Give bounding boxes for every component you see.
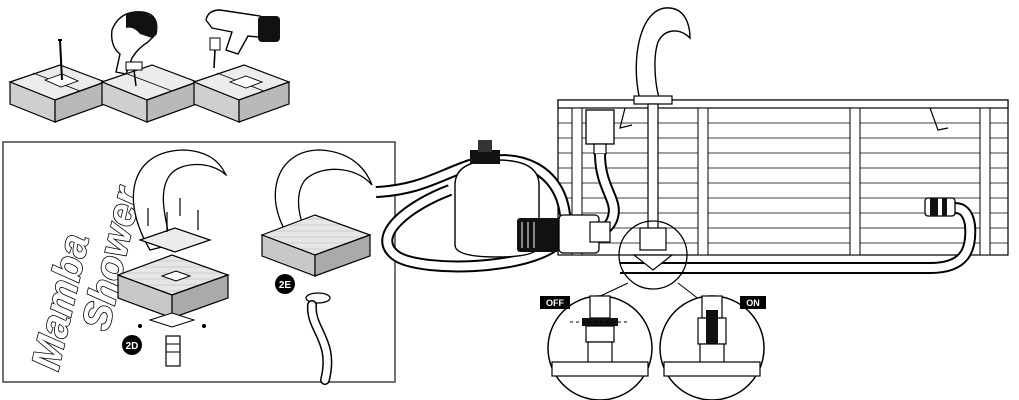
- jigsaw-icon: [110, 11, 158, 87]
- step-2e-badge: 2E: [275, 274, 295, 294]
- valve-off-label: OFF: [546, 298, 564, 308]
- valve-off-badge: OFF: [540, 296, 570, 309]
- detail-callout-circle: [618, 220, 688, 290]
- valve-off-detail: [547, 295, 653, 400]
- hose-connector-icon: [924, 197, 956, 217]
- tee-valve-icon: [632, 227, 674, 271]
- step-2e-assembly: [260, 149, 373, 385]
- valve-on-badge: ON: [740, 296, 766, 309]
- step-board-marking: [8, 39, 107, 123]
- step-board-drill: [192, 9, 291, 123]
- skimmer: [585, 109, 615, 155]
- step-board-jigsaw: [100, 11, 199, 123]
- step-2e-label: 2E: [279, 280, 292, 291]
- step-2d-label: 2D: [126, 341, 139, 352]
- valve-on-detail: [659, 295, 765, 400]
- step-2d-assembly: [116, 149, 230, 367]
- pool-wall: [557, 99, 1009, 256]
- drill-icon: [205, 9, 280, 69]
- step-2d-badge: 2D: [122, 335, 142, 355]
- valve-on-label: ON: [746, 298, 760, 308]
- pump-motor-icon: [517, 214, 611, 254]
